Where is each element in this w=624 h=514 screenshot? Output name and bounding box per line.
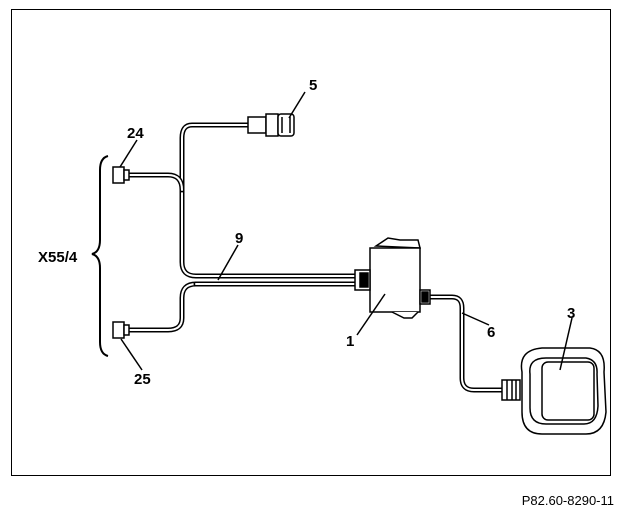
callout-1: 1 — [346, 333, 354, 350]
callout-24: 24 — [127, 125, 144, 142]
harness-branch-24 — [121, 172, 185, 193]
callout-x55-4: X55/4 — [38, 249, 78, 266]
x55-4-brace — [91, 155, 109, 357]
connector-25 — [112, 321, 130, 339]
connector-24 — [112, 166, 130, 184]
leader-lines — [119, 91, 573, 371]
callout-5: 5 — [309, 77, 317, 94]
callout-3: 3 — [567, 305, 575, 322]
cable-6 — [425, 294, 505, 393]
antenna-3 — [501, 347, 607, 435]
callout-25: 25 — [134, 371, 151, 388]
harness-cable-main — [179, 122, 358, 279]
callout-6: 6 — [487, 324, 495, 341]
harness-branch-25 — [121, 281, 358, 333]
callout-9: 9 — [235, 230, 243, 247]
connector-5 — [247, 113, 295, 137]
figure-reference: P82.60-8290-11 — [521, 493, 614, 508]
diagram-frame — [11, 9, 611, 476]
control-module-1 — [354, 237, 431, 319]
